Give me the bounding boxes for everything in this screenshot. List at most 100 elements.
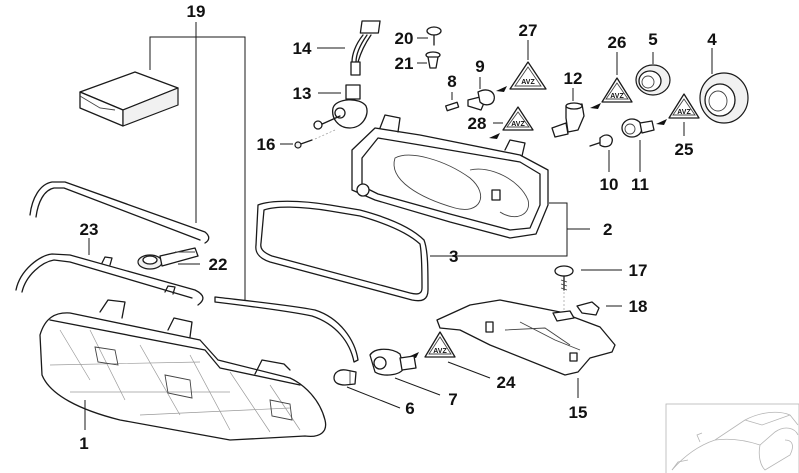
arrow-27 <box>496 86 507 92</box>
callout-17[interactable]: 17 <box>629 261 648 280</box>
callout-14[interactable]: 14 <box>293 39 312 58</box>
part-16-screw[interactable] <box>280 129 336 149</box>
socket7-tail <box>399 355 417 371</box>
callout-5[interactable]: 5 <box>648 30 657 49</box>
part-1-headlight-lens[interactable] <box>39 299 327 441</box>
trim23-clip-2 <box>164 285 176 295</box>
trim23-clip-1 <box>101 256 113 266</box>
part-11-socket[interactable] <box>621 118 655 172</box>
part-9-bulb-holder[interactable] <box>467 77 507 111</box>
callout-9[interactable]: 9 <box>475 57 484 76</box>
housing-bowl-right <box>469 168 530 218</box>
arrow-28 <box>489 133 500 139</box>
bracket-slot-2 <box>569 352 578 362</box>
part-19-repair-kit[interactable] <box>79 22 246 300</box>
part-23-trim-strip[interactable] <box>15 181 210 306</box>
part-15-mounting-bracket[interactable] <box>436 299 616 398</box>
lens-back <box>254 359 291 375</box>
part-20-screw-small[interactable] <box>417 26 442 46</box>
seal-inner <box>260 206 423 295</box>
callout-1[interactable]: 1 <box>79 434 88 453</box>
label-24-text: AVZ <box>433 348 447 355</box>
callout-7[interactable]: 7 <box>448 390 457 409</box>
part-13-adjuster-motor[interactable] <box>313 84 368 130</box>
callout-18[interactable]: 18 <box>629 297 648 316</box>
lens-grid-diagonal <box>59 329 301 433</box>
part-10-bulb[interactable] <box>589 134 613 172</box>
housing-rim <box>361 137 541 231</box>
part-8-pin[interactable] <box>445 92 460 112</box>
callout-2[interactable]: 2 <box>603 220 612 239</box>
cap4-mid <box>704 83 736 117</box>
part-21-expanding-clip[interactable] <box>417 51 441 69</box>
trim23-outer <box>15 253 204 306</box>
callout-21[interactable]: 21 <box>395 54 414 73</box>
part-12-angled-socket[interactable] <box>551 88 585 138</box>
trim23-inner <box>21 259 193 299</box>
connector-plug <box>350 61 361 76</box>
part-17-bolt[interactable] <box>554 265 622 315</box>
part-4-large-cover-cap[interactable] <box>699 48 749 124</box>
part-2-reflector-housing[interactable] <box>351 114 590 257</box>
pin-body <box>445 101 460 112</box>
bolt17-thread <box>560 279 568 291</box>
callout-28[interactable]: 28 <box>468 114 487 133</box>
triangle-25-inner <box>672 98 696 116</box>
leader-6 <box>346 386 401 409</box>
label-26-text: AVZ <box>610 93 624 100</box>
kit-box-flap <box>79 95 116 111</box>
cap5-inner <box>641 75 655 89</box>
arrow-26 <box>590 103 601 109</box>
side-seal-strip[interactable] <box>214 296 359 363</box>
clip21-body <box>427 56 439 69</box>
label-27-text: AVZ <box>521 79 535 86</box>
callout-11[interactable]: 11 <box>631 175 649 194</box>
part-7-bulb-socket[interactable] <box>369 348 441 396</box>
car-mirror <box>696 432 703 443</box>
callout-10[interactable]: 10 <box>600 175 619 194</box>
housing-tab-1 <box>379 114 401 133</box>
part-26-warning-label[interactable]: AVZ <box>590 52 633 109</box>
callout-12[interactable]: 12 <box>564 69 583 88</box>
triangle-24-inner <box>428 336 452 355</box>
callout-27[interactable]: 27 <box>519 21 538 40</box>
car-window-line <box>744 414 791 426</box>
part-28-warning-label[interactable]: AVZ <box>489 106 534 139</box>
upper-strip-outer <box>29 181 210 244</box>
callout-20[interactable]: 20 <box>395 29 414 48</box>
callout-6[interactable]: 6 <box>405 399 414 418</box>
part-18-clip-nut[interactable] <box>576 301 622 316</box>
grommet22-hole <box>142 255 158 265</box>
side-strip-body <box>214 296 359 363</box>
callout-22[interactable]: 22 <box>209 255 228 274</box>
callout-8[interactable]: 8 <box>447 72 456 91</box>
lens-top-rim <box>49 319 301 386</box>
callout-4[interactable]: 4 <box>707 30 717 49</box>
bracket-tab <box>552 310 575 322</box>
callout-26[interactable]: 26 <box>608 33 627 52</box>
callout-24[interactable]: 24 <box>497 373 516 392</box>
callout-19[interactable]: 19 <box>187 2 206 21</box>
part-25-warning-label[interactable]: AVZ <box>656 93 700 136</box>
housing-clip <box>491 189 501 201</box>
callout-16[interactable]: 16 <box>257 135 276 154</box>
part-27-warning-label[interactable]: AVZ <box>509 40 547 90</box>
part-14-wiring-connector[interactable] <box>317 20 381 76</box>
part-6-bulb[interactable] <box>333 369 401 409</box>
callout-13[interactable]: 13 <box>293 84 312 103</box>
motor-ball <box>313 120 323 130</box>
part-5-small-cover-cap[interactable] <box>635 52 671 96</box>
thumbnail-frame <box>665 403 799 473</box>
callout-3[interactable]: 3 <box>449 247 458 266</box>
callout-15[interactable]: 15 <box>569 403 588 422</box>
part-22-grommet-tag[interactable] <box>137 247 200 270</box>
leader-24 <box>447 361 491 379</box>
part-3-housing-seal[interactable] <box>255 200 443 302</box>
triangle-28 <box>502 106 534 131</box>
triangle-25 <box>668 93 700 119</box>
callout-25[interactable]: 25 <box>675 140 694 159</box>
callout-23[interactable]: 23 <box>80 220 99 239</box>
grommet22-tag <box>159 247 199 267</box>
part-24-warning-label[interactable]: AVZ <box>408 331 491 379</box>
